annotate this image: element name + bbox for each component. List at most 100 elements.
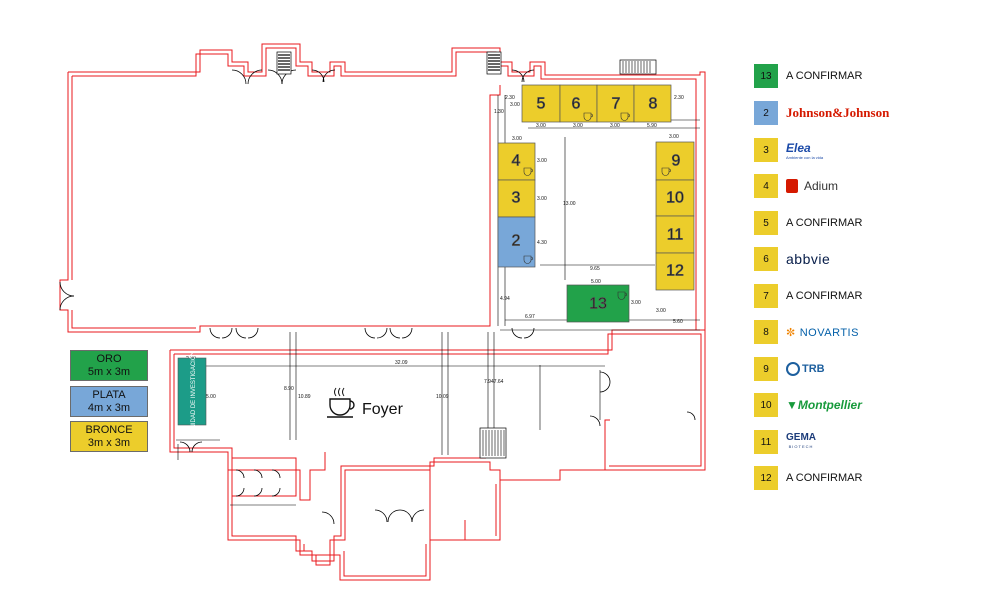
coffee-icons: [523, 112, 671, 300]
tier-size: 3m x 3m: [87, 437, 131, 449]
legend-swatch: 11: [754, 430, 778, 454]
sponsor-legend: 13 A CONFIRMAR 2 Johnson&Johnson 3 Elea …: [745, 0, 994, 595]
booth-4: 4: [497, 142, 536, 181]
legend-swatch: 3: [754, 138, 778, 162]
dimension-label: 3.00: [631, 300, 641, 306]
dimension-label: 2.30: [505, 95, 515, 101]
legend-swatch: 2: [754, 101, 778, 125]
adium-wordmark: Adium: [804, 178, 839, 193]
dimension-label: 8.90: [284, 386, 294, 392]
dimension-label: 3.00: [656, 308, 666, 314]
legend-swatch: 9: [754, 357, 778, 381]
research-unit-label: UNIDAD DE INVESTIGACIÓN: [190, 351, 197, 433]
dimension-label: 4.30: [537, 240, 547, 246]
dimension-label: 6.97: [525, 314, 535, 320]
tier-name: ORO: [96, 353, 122, 365]
montpellier-wordmark: Montpellier: [797, 398, 862, 412]
booth-5: 5: [521, 84, 561, 123]
adium-mark-icon: [786, 179, 798, 194]
tier-name: PLATA: [92, 389, 126, 401]
booth-3: 3: [497, 179, 536, 218]
legend-item-13: 13 A CONFIRMAR: [754, 64, 862, 88]
dimension-label: 3.00: [537, 158, 547, 164]
novartis-wordmark: NOVARTIS: [799, 326, 859, 339]
gema-logo: GEMA BIOTECH: [786, 433, 816, 451]
elea-logo: Elea Ambiente con la vida: [786, 141, 823, 160]
dimension-label: 10.09: [436, 394, 449, 400]
dimension-label: 13.00: [563, 201, 576, 207]
legend-swatch: 8: [754, 320, 778, 344]
booth-8: 8: [633, 84, 672, 123]
dimension-label: 9.65: [590, 266, 600, 272]
legend-swatch: 10: [754, 393, 778, 417]
dimension-label: 2.30: [674, 95, 684, 101]
foyer: Foyer: [327, 387, 404, 418]
legend-item-8: 8 ✼NOVARTIS: [754, 320, 859, 344]
tier-size: 5m x 3m: [87, 366, 131, 378]
dimension-label: 3.00: [536, 123, 546, 129]
tier-oro: ORO 5m x 3m: [70, 350, 148, 381]
booth-number: 6: [572, 96, 581, 113]
legend-item-7: 7 A CONFIRMAR: [754, 284, 862, 308]
legend-item-4: 4 Adium: [754, 174, 838, 198]
booth-11: 11: [655, 215, 695, 254]
dimension-label: 3.00: [610, 123, 620, 129]
building-walls: [59, 43, 706, 581]
novartis-flame-icon: ✼: [786, 326, 796, 339]
legend-swatch: 6: [754, 247, 778, 271]
novartis-logo: ✼NOVARTIS: [786, 326, 859, 339]
trb-wordmark: TRB: [802, 362, 825, 375]
booth-2: 2: [497, 216, 536, 268]
booth-number: 12: [666, 263, 684, 280]
legend-text: A CONFIRMAR: [786, 217, 863, 229]
booths: 5 6 7 8 4 3 2 9 10 11 12 13: [497, 84, 695, 323]
dimension-label: 5.90: [647, 123, 657, 129]
booth-number: 3: [512, 190, 521, 207]
trb-ring-icon: [786, 362, 800, 376]
door-swings: [59, 69, 696, 525]
booth-number: 10: [666, 190, 684, 207]
dimension-label: 5.00: [591, 279, 601, 285]
dimension-label: 3.00: [573, 123, 583, 129]
dimension-label: 3.00: [669, 134, 679, 140]
legend-swatch: 5: [754, 211, 778, 235]
trb-logo: TRB: [786, 362, 825, 376]
abbvie-logo: abbvie: [786, 251, 831, 267]
stair-treads: [278, 54, 651, 456]
foyer-label: Foyer: [362, 401, 404, 418]
booth-13: 13: [566, 284, 630, 323]
legend-item-6: 6 abbvie: [754, 247, 830, 271]
dimension-label: 4.94: [500, 296, 510, 302]
dimension-labels: 2.30 3.00 3.00 3.00 3.00 5.90 1.30 3.00 …: [186, 95, 684, 400]
dimension-label: 7.947.64: [484, 379, 504, 385]
johnson-johnson-logo: Johnson&Johnson: [786, 105, 890, 120]
booth-number: 2: [512, 233, 521, 250]
legend-item-5: 5 A CONFIRMAR: [754, 211, 862, 235]
dimension-label: 10.89: [298, 394, 311, 400]
dimension-label: 5.00: [206, 394, 216, 400]
legend-text: A CONFIRMAR: [786, 70, 863, 82]
booth-6: 6: [559, 84, 598, 123]
booth-number: 13: [589, 296, 607, 313]
montpellier-logo: ▼Montpellier: [786, 398, 862, 412]
dimension-label: 1.30: [494, 109, 504, 115]
elea-wordmark: Elea: [786, 140, 811, 155]
research-unit: UNIDAD DE INVESTIGACIÓN: [177, 351, 207, 433]
legend-swatch: 7: [754, 284, 778, 308]
legend-item-3: 3 Elea Ambiente con la vida: [754, 138, 823, 162]
booth-12: 12: [655, 252, 695, 291]
booth-number: 11: [667, 227, 684, 244]
tier-name: BRONCE: [85, 424, 133, 436]
legend-item-11: 11 GEMA BIOTECH: [754, 430, 816, 454]
dimension-label: 3.00: [510, 102, 520, 108]
legend-item-2: 2 Johnson&Johnson: [754, 101, 889, 125]
legend-swatch: 13: [754, 64, 778, 88]
dimension-label: 5.60: [673, 319, 683, 325]
booth-number: 8: [649, 96, 658, 113]
tier-plata: PLATA 4m x 3m: [70, 386, 148, 417]
dimension-label: 3.00: [537, 196, 547, 202]
dimension-label: 32.09: [395, 360, 408, 366]
legend-item-9: 9 TRB: [754, 357, 825, 381]
adium-logo: Adium: [786, 179, 838, 194]
gema-tagline: BIOTECH: [788, 444, 814, 449]
